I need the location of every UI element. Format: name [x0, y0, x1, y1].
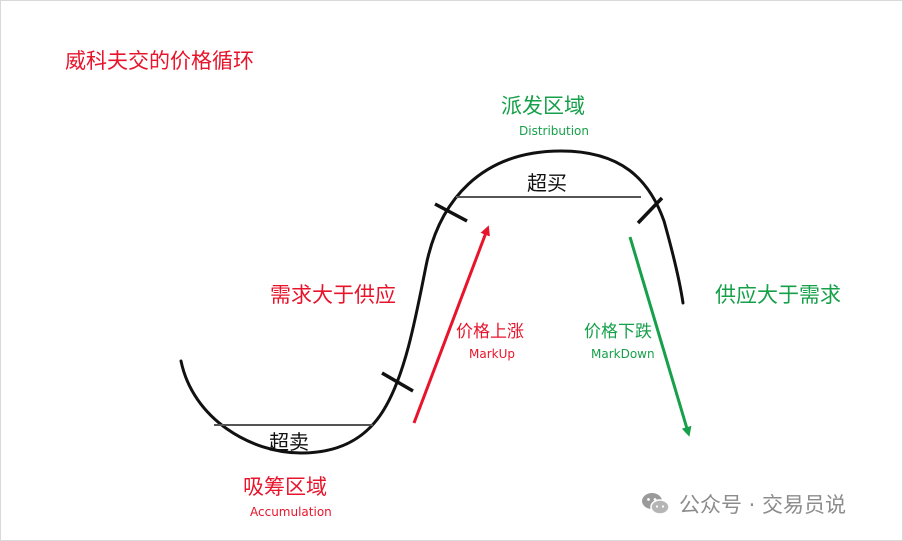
diagram-title: 威科夫交的价格循环 [65, 49, 254, 73]
tick-mark-lower-left [381, 371, 414, 393]
wechat-icon [642, 493, 670, 515]
markdown-english: MarkDown [591, 347, 655, 361]
demand-over-supply-label: 需求大于供应 [270, 283, 396, 307]
tick-mark-upper-left [434, 202, 468, 223]
distribution-zone-english: Distribution [519, 124, 590, 138]
overbought-label: 超买 [527, 171, 567, 195]
tick-mark-upper-right [636, 196, 664, 225]
markdown-arrow [628, 236, 692, 437]
accumulation-zone-label: 吸筹区域 [243, 475, 327, 499]
markup-english: MarkUp [469, 347, 515, 361]
distribution-zone-label: 派发区域 [501, 94, 585, 118]
accumulation-zone-english: Accumulation [250, 505, 332, 519]
price-cycle-curve [179, 149, 685, 455]
watermark: 公众号 · 交易员说 [641, 489, 846, 519]
markdown-label: 价格下跌 [584, 322, 652, 342]
markup-label: 价格上涨 [456, 322, 524, 342]
markup-arrow [412, 225, 490, 424]
oversold-label: 超卖 [269, 430, 309, 454]
supply-over-demand-label: 供应大于需求 [715, 283, 841, 307]
watermark-text: 公众号 · 交易员说 [679, 493, 847, 517]
